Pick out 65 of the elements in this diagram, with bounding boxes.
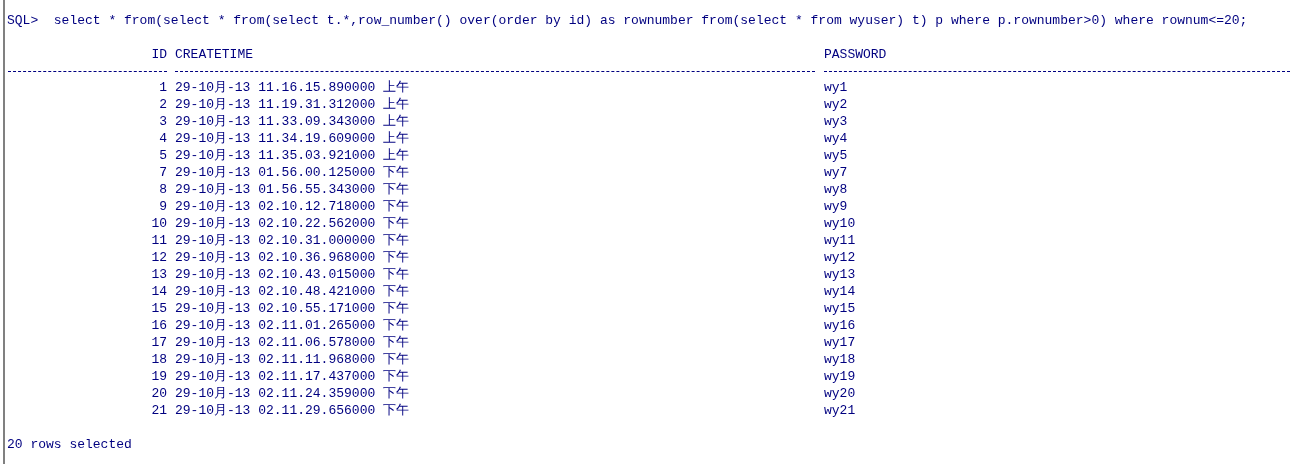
id-value: 16 [151, 318, 167, 333]
password-text: wy21 [824, 403, 856, 418]
id-value: 13 [151, 267, 167, 282]
password-text: wy8 [824, 182, 848, 197]
password-text: wy10 [824, 216, 856, 231]
id-value: 1 [159, 80, 167, 95]
column-header: ID [151, 47, 167, 62]
password-text: wy19 [824, 369, 856, 384]
id-value: 10 [151, 216, 167, 231]
id-value: 9 [159, 199, 167, 214]
password-text: wy12 [824, 250, 856, 265]
timestamp-text: 29-10月-13 01.56.00.125000 下午 [175, 165, 410, 180]
id-value: 15 [151, 301, 167, 316]
timestamp-text: 29-10月-13 01.56.55.343000 下午 [175, 182, 410, 197]
password-text: wy17 [824, 335, 856, 350]
timestamp-text: 29-10月-13 02.10.36.968000 下午 [175, 250, 410, 265]
password-text: wy14 [824, 284, 856, 299]
id-value: 8 [159, 182, 167, 197]
id-value: 19 [151, 369, 167, 384]
id-value: 4 [159, 131, 167, 146]
timestamp-text: 29-10月-13 02.10.43.015000 下午 [175, 267, 410, 282]
password-text: wy2 [824, 97, 848, 112]
password-text: wy5 [824, 148, 848, 163]
id-value: 18 [151, 352, 167, 367]
password-text: wy7 [824, 165, 848, 180]
timestamp-text: 29-10月-13 11.19.31.312000 上午 [175, 97, 410, 112]
timestamp-text: 29-10月-13 11.35.03.921000 上午 [175, 148, 410, 163]
id-value: 12 [151, 250, 167, 265]
column-header: PASSWORD [824, 47, 887, 62]
password-text: wy13 [824, 267, 856, 282]
id-value: 11 [151, 233, 167, 248]
id-value: 17 [151, 335, 167, 350]
password-text: wy4 [824, 131, 848, 146]
id-value: 21 [151, 403, 167, 418]
column-header: CREATETIME [175, 47, 253, 62]
timestamp-text: 29-10月-13 02.10.12.718000 下午 [175, 199, 410, 214]
id-value: 5 [159, 148, 167, 163]
id-value: 2 [159, 97, 167, 112]
password-text: wy9 [824, 199, 848, 214]
status-text: 20 rows selected [7, 437, 132, 452]
timestamp-text: 29-10月-13 11.33.09.343000 上午 [175, 114, 410, 129]
timestamp-text: 29-10月-13 02.11.11.968000 下午 [175, 352, 410, 367]
timestamp-text: 29-10月-13 11.34.19.609000 上午 [175, 131, 410, 146]
password-text: wy16 [824, 318, 856, 333]
timestamp-text: 29-10月-13 02.10.48.421000 下午 [175, 284, 410, 299]
timestamp-text: 29-10月-13 02.11.17.437000 下午 [175, 369, 410, 384]
password-text: wy3 [824, 114, 848, 129]
password-text: wy20 [824, 386, 856, 401]
password-text: wy1 [824, 80, 848, 95]
password-text: wy18 [824, 352, 856, 367]
timestamp-text: 29-10月-13 02.11.29.656000 下午 [175, 403, 410, 418]
password-text: wy15 [824, 301, 856, 316]
timestamp-text: 29-10月-13 02.10.22.562000 下午 [175, 216, 410, 231]
id-value: 14 [151, 284, 167, 299]
timestamp-text: 29-10月-13 02.11.01.265000 下午 [175, 318, 410, 333]
password-text: wy11 [824, 233, 856, 248]
timestamp-text: 29-10月-13 02.11.06.578000 下午 [175, 335, 410, 350]
timestamp-text: 29-10月-13 02.10.55.171000 下午 [175, 301, 410, 316]
id-value: 20 [151, 386, 167, 401]
timestamp-text: 29-10月-13 11.16.15.890000 上午 [175, 80, 410, 95]
id-value: 3 [159, 114, 167, 129]
sql-command-text: SQL> select * from(select * from(select t.*,row_number() over(order by id) as rownumber from(select * from wyuser) t) p where p.rownumber>0) where rownum<=20; [7, 13, 1248, 28]
timestamp-text: 29-10月-13 02.10.31.000000 下午 [175, 233, 410, 248]
id-value: 7 [159, 165, 167, 180]
timestamp-text: 29-10月-13 02.11.24.359000 下午 [175, 386, 410, 401]
